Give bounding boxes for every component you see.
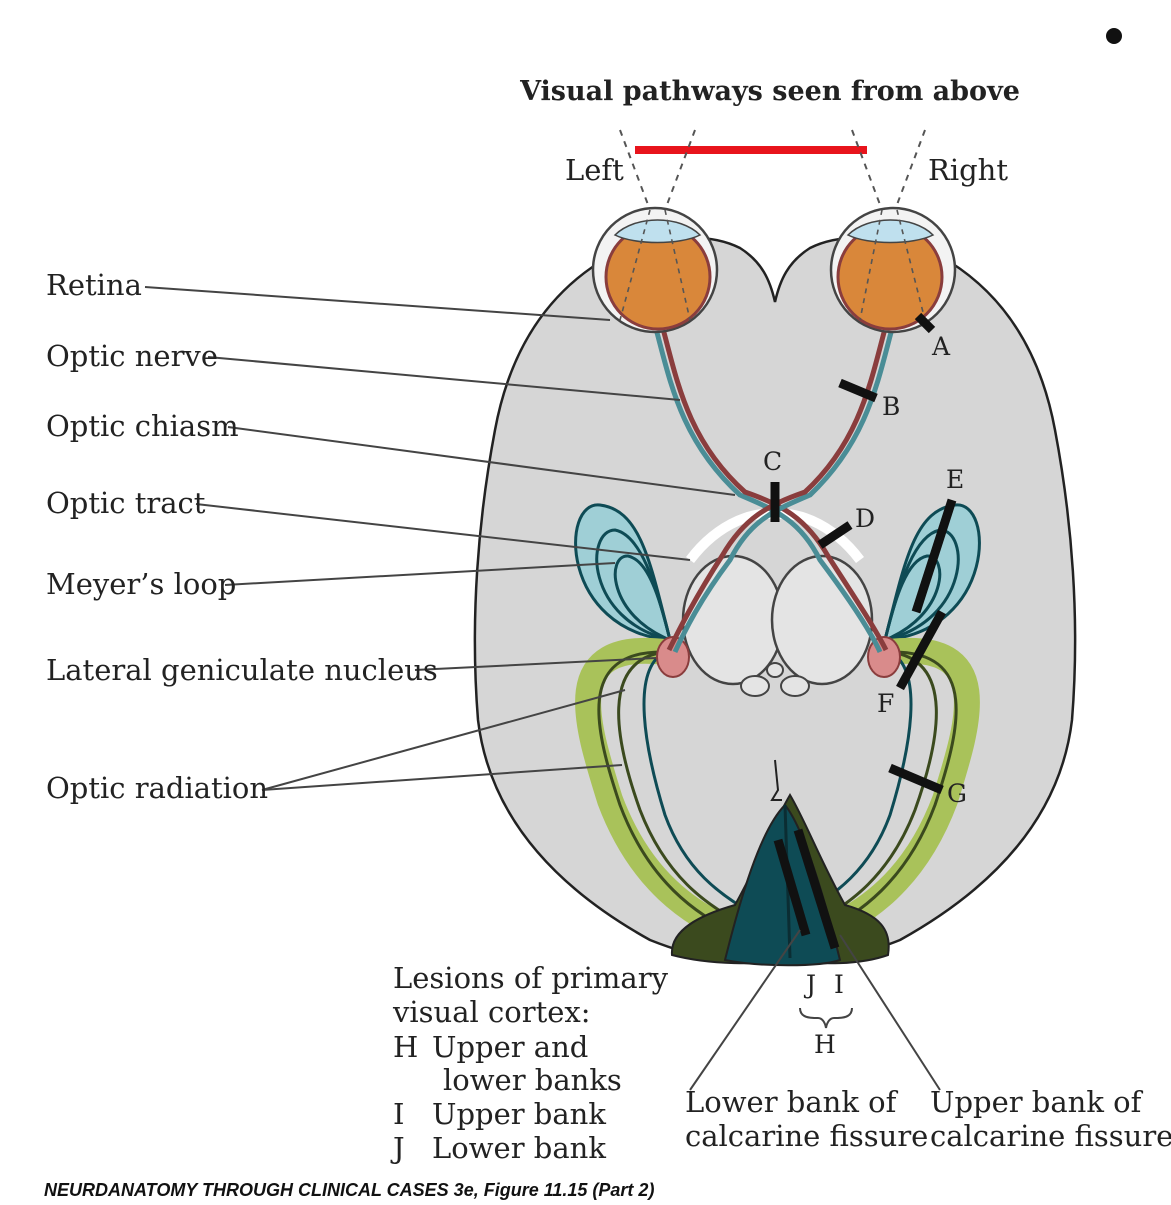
letter-i: I bbox=[834, 970, 844, 999]
bullet-dot bbox=[1106, 28, 1122, 44]
legend-h-key: H bbox=[393, 1030, 418, 1064]
letter-b: B bbox=[882, 392, 900, 421]
legend-j-key: J bbox=[390, 1131, 405, 1165]
right-eye bbox=[829, 206, 957, 334]
legend-i-text: Upper bank bbox=[432, 1097, 606, 1131]
lesion-g bbox=[888, 763, 944, 795]
label-optic-tract: Optic tract bbox=[46, 486, 206, 520]
diagram-title: Visual pathways seen from above bbox=[519, 76, 1020, 107]
letter-e: E bbox=[946, 465, 964, 494]
letter-j: J bbox=[803, 970, 816, 999]
lesion-f bbox=[896, 609, 946, 691]
brace bbox=[799, 1007, 853, 1029]
left-label: Left bbox=[565, 153, 624, 187]
letter-c: C bbox=[763, 447, 782, 476]
letter-a: A bbox=[931, 332, 951, 361]
lesion-e bbox=[911, 498, 957, 614]
lesion-a bbox=[914, 312, 936, 334]
letter-d: D bbox=[855, 504, 875, 533]
label-upper-bank-2: calcarine fissure bbox=[930, 1119, 1171, 1153]
left-eye bbox=[591, 206, 719, 334]
lesion-d bbox=[817, 521, 853, 549]
legend-i-key: I bbox=[393, 1097, 404, 1131]
meyers-loop-left bbox=[574, 503, 673, 643]
legend-heading-2: visual cortex: bbox=[392, 995, 591, 1029]
label-upper-bank-1: Upper bank of bbox=[930, 1085, 1144, 1119]
legend-j-text: Lower bank bbox=[432, 1131, 606, 1165]
lesion-i bbox=[793, 828, 840, 950]
label-lgn: Lateral geniculate nucleus bbox=[46, 653, 438, 687]
lesion-j bbox=[773, 838, 811, 937]
label-lower-bank-2: calcarine fissure bbox=[685, 1119, 928, 1153]
letter-f: F bbox=[877, 689, 894, 718]
figure-credit: NEURDANATOMY THROUGH CLINICAL CASES 3e, … bbox=[44, 1180, 654, 1200]
label-lower-bank-1: Lower bank of bbox=[685, 1085, 899, 1119]
legend-heading-1: Lesions of primary bbox=[393, 961, 669, 995]
legend-h-text-1: Upper and bbox=[432, 1030, 588, 1064]
label-retina: Retina bbox=[46, 268, 142, 302]
right-label: Right bbox=[928, 153, 1008, 187]
visual-field-dashes bbox=[619, 129, 926, 211]
letter-g: G bbox=[947, 779, 967, 808]
leader-lines bbox=[144, 286, 941, 1091]
letter-h: H bbox=[814, 1030, 836, 1059]
cortex-lesion-legend: Lesions of primary visual cortex: H Uppe… bbox=[390, 961, 669, 1165]
legend-h-text-2: lower banks bbox=[443, 1063, 622, 1097]
label-meyers-loop: Meyer’s loop bbox=[46, 567, 236, 601]
lesion-b bbox=[838, 378, 878, 403]
lesion-markers bbox=[770, 312, 957, 950]
optic-radiation-left bbox=[575, 637, 756, 948]
label-optic-chiasm: Optic chiasm bbox=[46, 409, 239, 443]
label-optic-radiation: Optic radiation bbox=[46, 771, 268, 805]
label-optic-nerve: Optic nerve bbox=[46, 339, 218, 373]
